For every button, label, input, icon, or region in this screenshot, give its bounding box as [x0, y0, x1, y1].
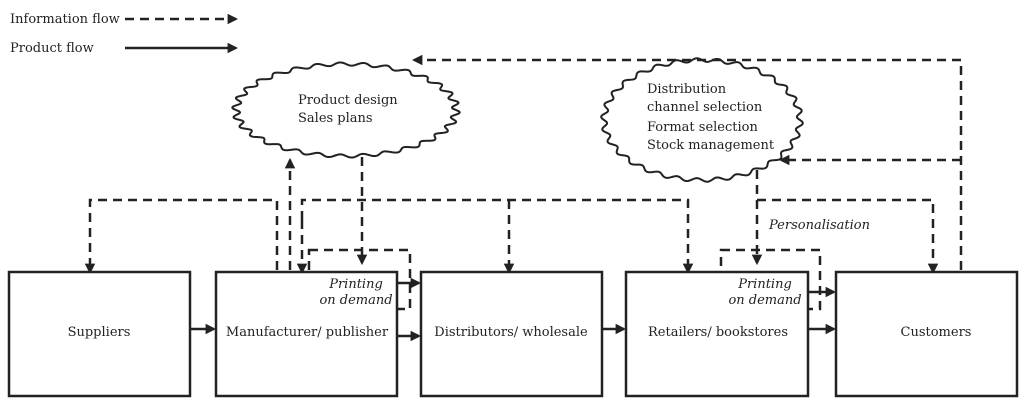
cloud-left-line2: Sales plans: [298, 111, 373, 126]
suppliers-box: [7, 270, 192, 398]
info-arrow-customers-to-product-cloud: [411, 54, 963, 270]
cloud-distribution: [600, 57, 804, 183]
legend-product-flow-label: Product flow: [10, 41, 94, 56]
pod-right-line2: on demand: [728, 293, 801, 308]
legend-information-flow-label: Information flow: [10, 12, 120, 27]
info-arrow-to-customers: [755, 170, 939, 275]
personalisation-label: Personalisation: [768, 218, 870, 233]
cloud-product-design: [231, 61, 461, 159]
pod-right-line1: Printing: [737, 277, 792, 292]
cloud-right-line4: Stock management: [647, 138, 775, 153]
cloud-right-line2: channel selection: [647, 100, 763, 115]
supply-chain-boxes: [7, 270, 1019, 398]
product-flow-lines: [190, 277, 837, 342]
info-arrow-manufacturer-to-retailers: [300, 198, 694, 275]
customers-label: Customers: [901, 325, 972, 340]
legend: Information flow Product flow: [10, 12, 239, 56]
pod-left-line2: on demand: [319, 293, 392, 308]
distributors-label: Distributors/ wholesale: [434, 325, 588, 340]
cloud-right-line3: Format selection: [647, 120, 758, 135]
pod-right-label-bg: [728, 274, 804, 308]
pod-left-line1: Printing: [328, 277, 383, 292]
cloud-right-line1: Distribution: [647, 82, 727, 97]
pod-left-label-bg: [316, 274, 393, 308]
manufacturer-label: Manufacturer/ publisher: [226, 325, 389, 340]
cloud-left-line1: Product design: [298, 93, 398, 108]
retailers-label: Retailers/ bookstores: [648, 325, 788, 340]
info-arrow-manufacturer-to-suppliers: [84, 198, 279, 275]
suppliers-label: Suppliers: [68, 325, 131, 340]
